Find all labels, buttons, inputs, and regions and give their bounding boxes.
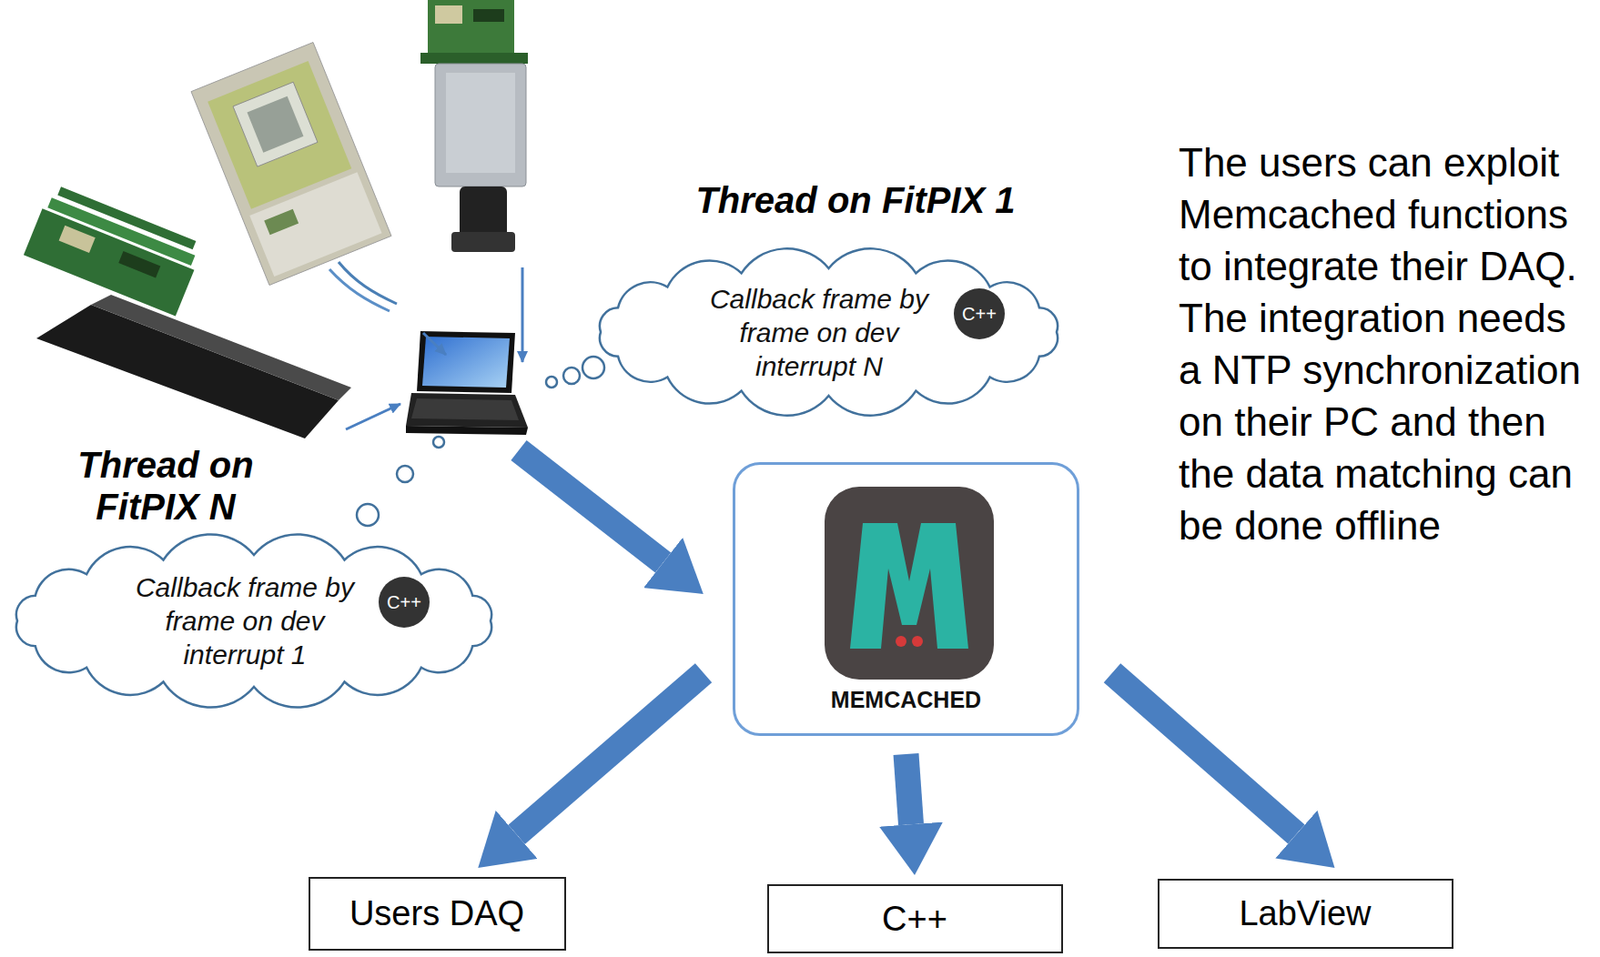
cloud-outline: [599, 248, 1058, 416]
flow-arrow: [516, 673, 704, 836]
cpp-badge: C++: [953, 288, 1005, 340]
cable: [329, 269, 390, 312]
input-arrow: [423, 333, 446, 355]
callback-text: Callback frame by frame on dev interrupt…: [131, 570, 359, 672]
memcached-label: MEMCACHED: [830, 687, 982, 714]
thought-cloud: Thread on FitPIX NCallback frame by fram…: [8, 546, 500, 697]
flow-arrow: [518, 450, 664, 564]
badge-text: C++: [386, 592, 422, 614]
detector-photo: [191, 42, 392, 286]
flow-arrow: [906, 754, 912, 825]
thread-title: Thread on FitPIX 1: [695, 179, 1015, 222]
detector-photo: [420, 0, 528, 253]
output-box: Users DAQ: [308, 877, 567, 952]
memcached-box: MEMCACHED: [732, 462, 1080, 737]
cloud-outline: [16, 534, 492, 708]
badge-text: C++: [962, 303, 997, 325]
thought-cloud: Thread on FitPIX 1Callback frame by fram…: [591, 259, 1066, 406]
laptop-icon: [405, 331, 528, 436]
thread-title: Thread on FitPIX N: [60, 444, 271, 528]
box-text: C++: [881, 900, 948, 940]
box-text: Users DAQ: [349, 894, 525, 934]
memcached-logo: [824, 486, 994, 680]
output-box: C++: [767, 884, 1064, 954]
callback-text: Callback frame by frame on dev interrupt…: [705, 282, 933, 384]
cable: [338, 262, 397, 304]
input-arrow: [521, 267, 525, 363]
cpp-badge: C++: [378, 577, 430, 628]
output-box: LabView: [1157, 879, 1454, 950]
input-arrow: [345, 404, 401, 430]
note-text: The users can exploit Memcached function…: [1178, 136, 1593, 552]
fitpix-photo: [23, 182, 352, 439]
box-text: LabView: [1238, 894, 1371, 934]
flow-arrow: [1112, 673, 1297, 835]
